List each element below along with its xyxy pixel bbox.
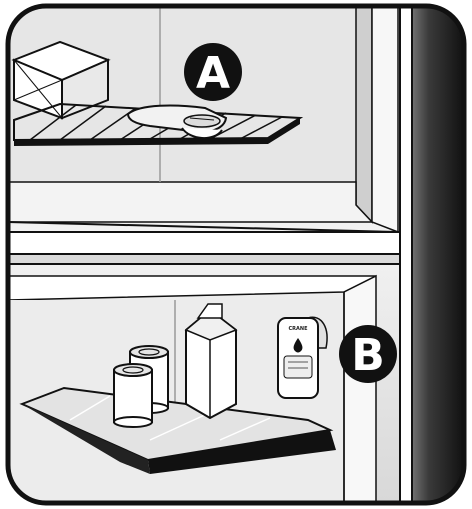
divider [8,254,400,264]
device-label: CRANE [289,326,309,332]
marker-a: A [184,43,242,101]
marker-b-label: B [351,330,385,381]
marker-b: B [339,325,397,383]
marker-a-label: A [196,48,230,99]
